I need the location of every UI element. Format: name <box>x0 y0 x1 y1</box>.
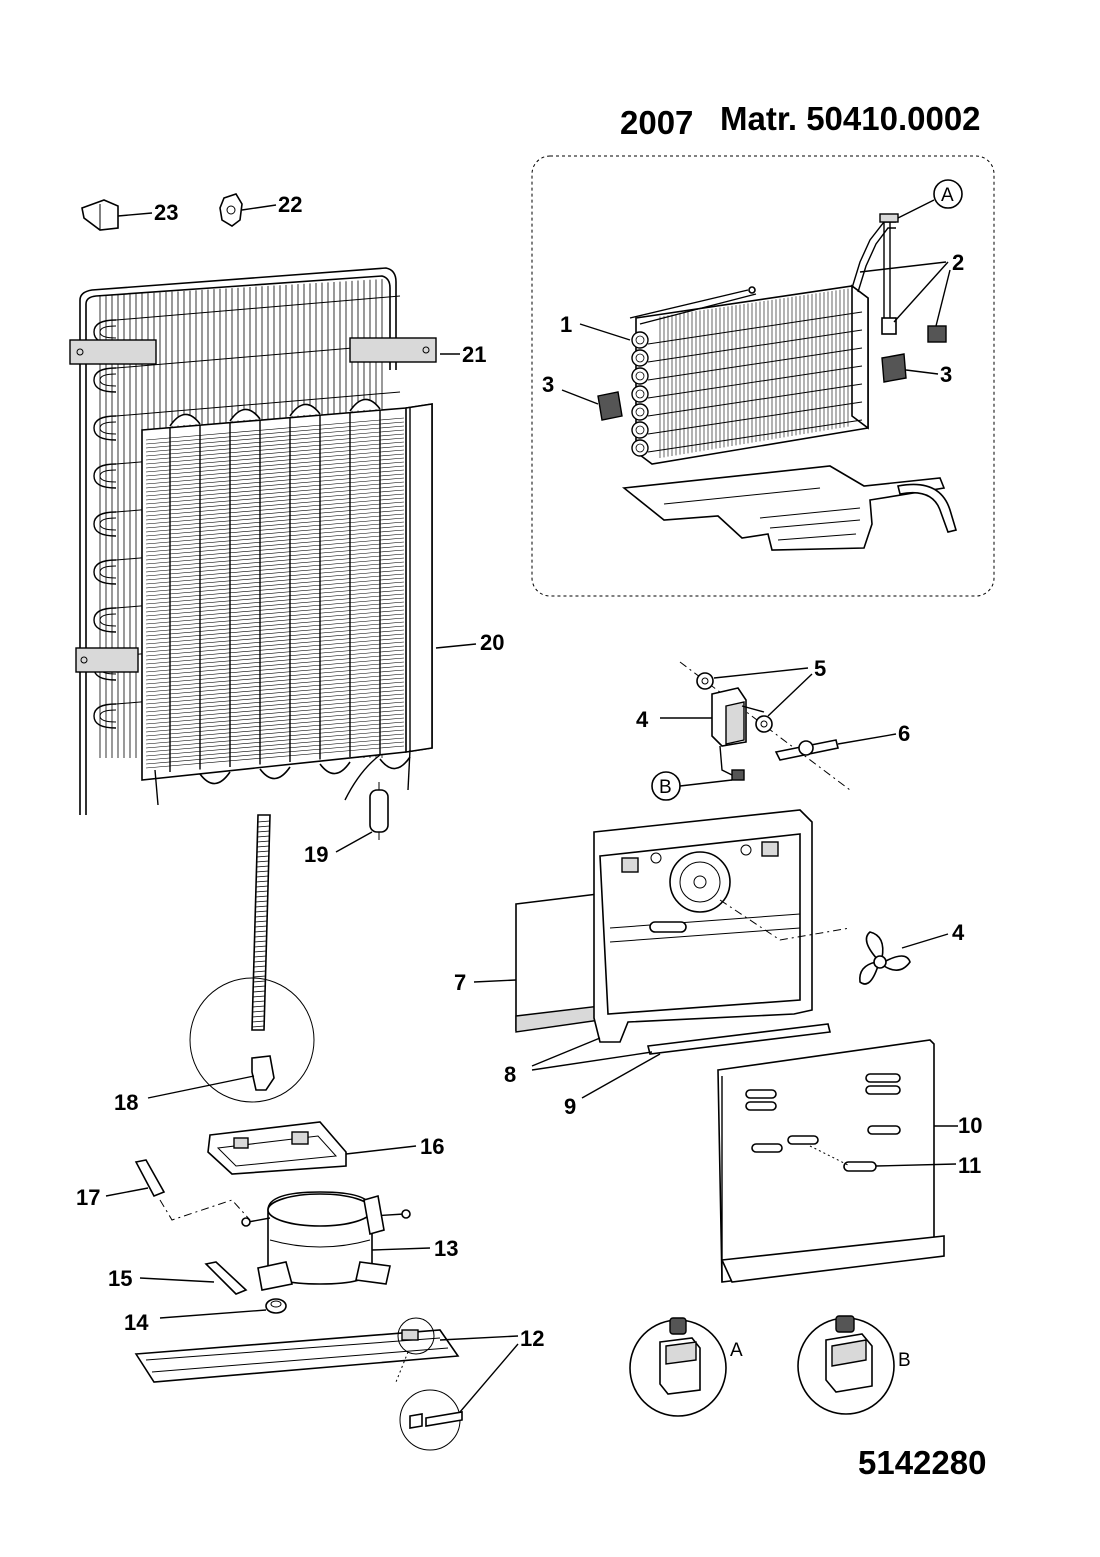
callout-10: 10 <box>958 1113 982 1138</box>
callout-19: 19 <box>304 842 328 867</box>
condenser-front-fins <box>145 408 411 772</box>
part-3-pad-right <box>881 353 907 383</box>
callout-17: 17 <box>76 1185 100 1210</box>
part-8-fan-housing <box>593 809 851 1043</box>
year-label: 2007 <box>620 104 693 141</box>
connector-ref-a-label: A <box>941 185 954 206</box>
part-17-tube <box>134 1159 166 1198</box>
callout-5: 5 <box>814 656 826 681</box>
defrost-heater-wire <box>879 213 947 343</box>
callout-15: 15 <box>108 1266 132 1291</box>
connector-ref-b-label: B <box>659 777 672 798</box>
part-23-clip <box>81 199 119 231</box>
callout-6: 6 <box>898 721 910 746</box>
callout-2: 2 <box>952 250 964 275</box>
part-16-evaporation-tray <box>207 1121 347 1175</box>
part-14-grommet <box>265 1298 287 1314</box>
part-18-drain-hose <box>189 814 315 1103</box>
callout-3-right: 3 <box>940 362 952 387</box>
callout-21: 21 <box>462 342 486 367</box>
callout-20: 20 <box>480 630 504 655</box>
fan-blade-icon <box>859 931 911 985</box>
part-19-drier <box>369 782 389 840</box>
callout-4-blade: 4 <box>952 920 965 945</box>
connector-detail-a-label: A <box>730 1340 743 1361</box>
part-22-clip <box>219 193 243 227</box>
callout-7: 7 <box>454 970 466 995</box>
part-7-insulation <box>515 893 601 1033</box>
defrost-heater-plate <box>621 465 958 551</box>
part-6-bracket <box>774 739 839 761</box>
callout-11: 11 <box>958 1153 981 1178</box>
part-21-bracket-bottom <box>75 647 139 673</box>
evaporator-group-frame <box>531 155 995 597</box>
connector-b-icon <box>797 1315 895 1415</box>
evaporator-icon <box>629 221 896 465</box>
callout-14: 14 <box>124 1310 149 1335</box>
connector-icon <box>629 1317 727 1417</box>
part-15-clamp <box>204 1261 248 1295</box>
callout-18: 18 <box>114 1090 138 1115</box>
callout-12: 12 <box>520 1326 544 1351</box>
evaporator-loops <box>631 311 863 457</box>
callout-16: 16 <box>420 1134 444 1159</box>
callout-3-left: 3 <box>542 372 554 397</box>
callout-22: 22 <box>278 192 302 217</box>
condenser-top-loops <box>169 398 411 785</box>
condenser-icon <box>69 267 437 815</box>
callout-9: 9 <box>564 1094 576 1119</box>
callout-4-motor: 4 <box>636 707 649 732</box>
fan-motor-icon <box>711 687 765 781</box>
callout-23: 23 <box>154 200 178 225</box>
part-9-seal-strip <box>647 1023 831 1055</box>
material-number: Matr. 50410.0002 <box>720 100 981 137</box>
part-3-pad-left <box>597 391 623 421</box>
callout-1: 1 <box>560 312 572 337</box>
compressor-icon <box>241 1191 411 1291</box>
part-10-back-panel <box>717 1039 945 1283</box>
callout-13: 13 <box>434 1236 458 1261</box>
part-11-cover <box>843 1161 877 1172</box>
connector-ref-a-circle <box>933 179 963 209</box>
callout-8: 8 <box>504 1062 516 1087</box>
part-5-nut-top <box>696 672 714 690</box>
part-5-nut-right <box>755 715 773 733</box>
drawing-code: 5142280 <box>858 1444 986 1481</box>
connector-detail-b-label: B <box>898 1350 911 1371</box>
part-21-bracket-top <box>69 337 437 365</box>
part-12-base-plate <box>134 1317 463 1451</box>
